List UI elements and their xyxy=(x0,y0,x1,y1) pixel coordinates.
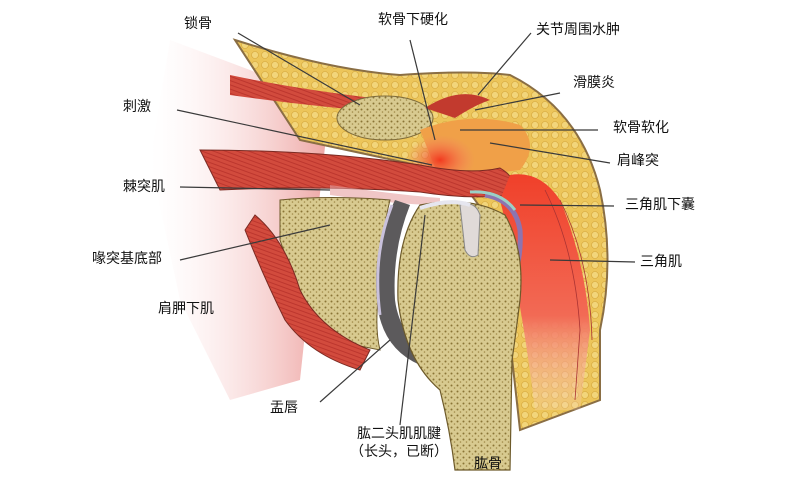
leader-lines xyxy=(176,32,636,426)
label-periarticular-edema: 关节周围水肿 xyxy=(536,22,620,38)
label-synovitis: 滑膜炎 xyxy=(573,75,615,91)
label-biceps-tendon-line2: （长头，已断） xyxy=(350,444,448,460)
label-supraspinatus: 棘突肌 xyxy=(123,179,165,195)
label-acromion: 肩峰突 xyxy=(617,153,659,169)
label-deltoid: 三角肌 xyxy=(640,254,682,270)
label-chondromalacia: 软骨软化 xyxy=(613,120,669,136)
label-subchondral-sclerosis: 软骨下硬化 xyxy=(378,12,448,28)
label-subdeltoid-bursa: 三角肌下囊 xyxy=(625,197,695,213)
label-irritation: 刺激 xyxy=(123,99,151,115)
label-biceps-tendon-line1: 肱二头肌肌腱 xyxy=(357,426,441,442)
label-labrum: 盂唇 xyxy=(270,400,298,416)
label-humerus: 肱骨 xyxy=(474,456,502,472)
label-clavicle: 锁骨 xyxy=(184,16,212,32)
label-coracoid-base: 喙突基底部 xyxy=(92,251,162,267)
label-subscapularis: 肩胛下肌 xyxy=(158,301,214,317)
label-biceps-tendon: 肱二头肌肌腱 （长头，已断） xyxy=(350,425,448,461)
